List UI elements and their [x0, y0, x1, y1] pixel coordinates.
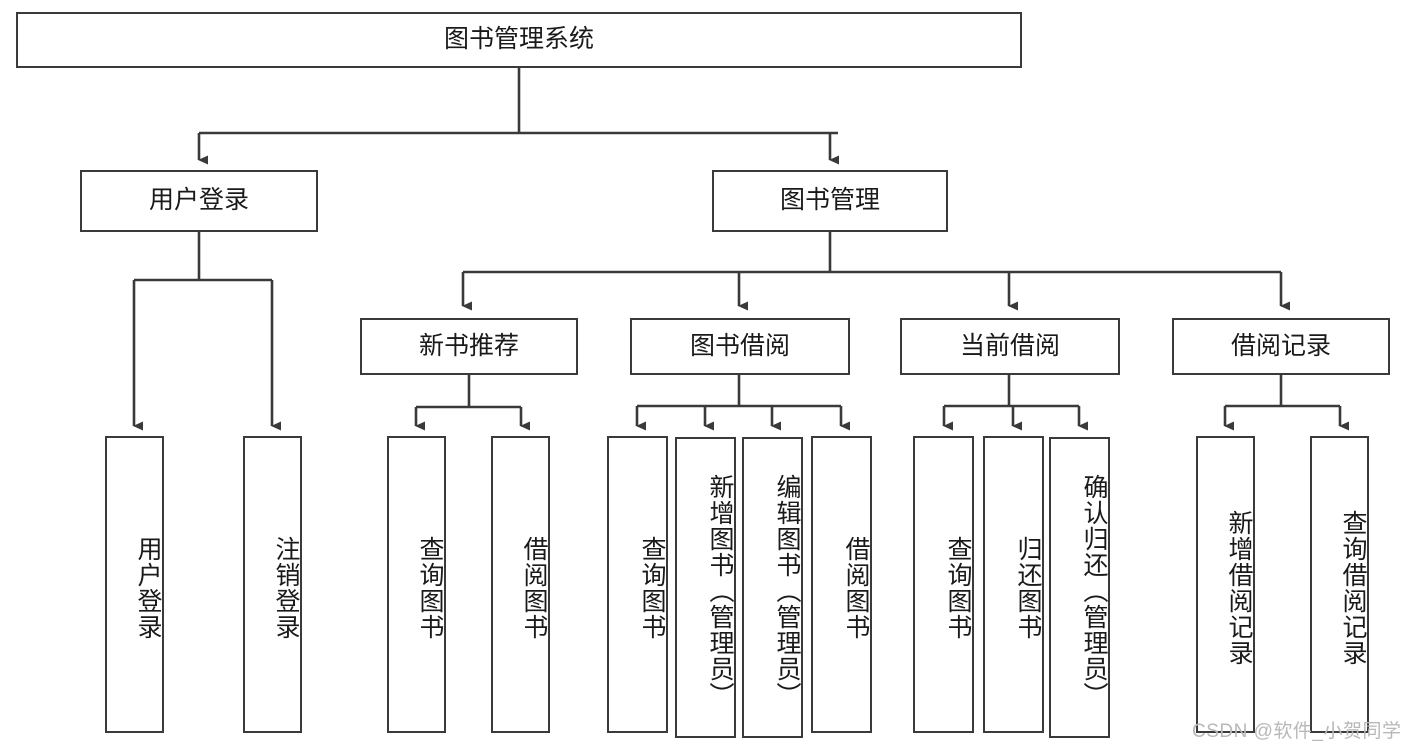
node-label: 借阅记录: [1230, 331, 1331, 360]
node-root-book-management-system[interactable]: 图书管理系统: [16, 12, 1022, 68]
leaf-book-borrow-add-book-admin[interactable]: 新增图书（管理员）: [675, 437, 736, 738]
node-label: 图书管理系统: [443, 25, 594, 54]
node-label: 归还图书: [1014, 535, 1042, 640]
leaf-current-borrow-query-book[interactable]: 查询图书: [913, 436, 974, 733]
leaf-book-borrow-borrow-book[interactable]: 借阅图书: [811, 436, 872, 733]
node-new-book-recommend[interactable]: 新书推荐: [360, 318, 578, 375]
csdn-watermark: CSDN @软件_小贺同学: [1192, 716, 1401, 743]
node-label: 查询图书: [416, 535, 444, 640]
node-label: 图书管理: [779, 186, 880, 215]
node-label: 确认归还（管理员）: [1080, 473, 1108, 708]
node-label: 借阅图书: [842, 535, 870, 640]
leaf-book-borrow-query-book[interactable]: 查询图书: [607, 436, 668, 733]
node-label: 查询借阅记录: [1339, 509, 1367, 666]
node-label: 用户登录: [148, 186, 249, 215]
node-book-management[interactable]: 图书管理: [712, 170, 948, 232]
node-label: 当前借阅: [959, 331, 1060, 360]
node-label: 注销登录: [272, 535, 300, 640]
node-current-borrow[interactable]: 当前借阅: [900, 318, 1120, 375]
node-label: 编辑图书（管理员）: [773, 473, 801, 708]
node-label: 借阅图书: [520, 535, 548, 640]
node-label: 查询图书: [638, 535, 666, 640]
leaf-new-book-borrow-book[interactable]: 借阅图书: [491, 436, 550, 733]
node-book-borrow[interactable]: 图书借阅: [630, 318, 850, 375]
leaf-borrow-record-query-record[interactable]: 查询借阅记录: [1310, 436, 1369, 733]
node-label: 新增借阅记录: [1225, 509, 1253, 666]
node-label: 用户登录: [134, 535, 162, 640]
leaf-book-borrow-edit-book-admin[interactable]: 编辑图书（管理员）: [742, 437, 803, 738]
leaf-current-borrow-return-book[interactable]: 归还图书: [983, 436, 1044, 733]
node-label: 查询图书: [944, 535, 972, 640]
leaf-current-borrow-confirm-return-admin[interactable]: 确认归还（管理员）: [1049, 437, 1110, 738]
leaf-borrow-record-add-record[interactable]: 新增借阅记录: [1196, 436, 1255, 733]
leaf-user-login-logout[interactable]: 注销登录: [243, 436, 302, 733]
node-borrow-record[interactable]: 借阅记录: [1172, 318, 1390, 375]
node-label: 新增图书（管理员）: [706, 473, 734, 708]
leaf-user-login-login[interactable]: 用户登录: [105, 436, 164, 733]
leaf-new-book-query-book[interactable]: 查询图书: [387, 436, 446, 733]
node-label: 新书推荐: [418, 331, 519, 360]
node-label: 图书借阅: [689, 331, 790, 360]
watermark-text: CSDN @软件_小贺同学: [1192, 721, 1402, 742]
node-user-login[interactable]: 用户登录: [80, 170, 318, 232]
